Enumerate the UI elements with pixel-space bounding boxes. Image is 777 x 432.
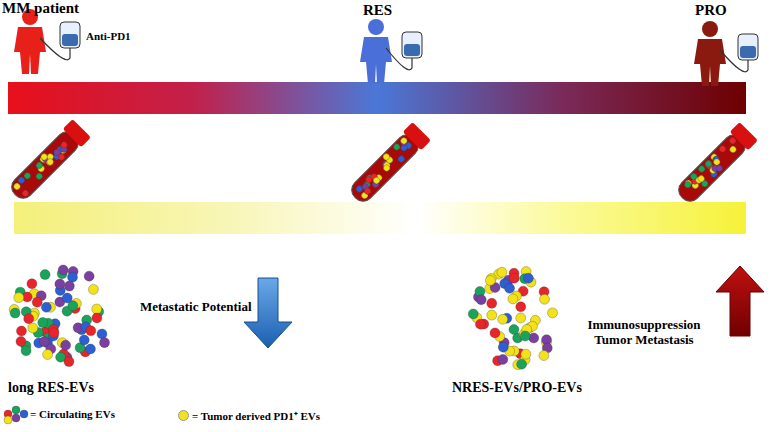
test-tube (673, 122, 758, 207)
label: RES (363, 2, 392, 19)
yellow-bar (14, 202, 746, 234)
up-arrow (716, 266, 764, 336)
ev-cluster (468, 267, 557, 370)
label: PRO (695, 2, 727, 19)
iv-bag (40, 22, 80, 60)
legend-swatch (178, 410, 189, 421)
label: Immunosuppression Tumor Metastasis (574, 318, 714, 348)
label: NRES-EVs/PRO-EVs (452, 380, 582, 396)
ev-cluster (9, 265, 109, 367)
label: Anti-PD1 (86, 30, 131, 43)
legend-sample (4, 406, 28, 424)
patient-figure (694, 21, 726, 86)
legend-text: = Circulating EVs (30, 408, 115, 420)
label: long RES-EVs (8, 380, 94, 396)
iv-bag (720, 34, 758, 72)
patient-figure (14, 9, 46, 74)
gradient-bar (8, 82, 746, 114)
iv-bag (386, 32, 422, 70)
label: MM patient (2, 0, 79, 17)
patient-figure (360, 19, 392, 84)
label: Metastatic Potential (140, 300, 252, 315)
test-tube (6, 119, 91, 204)
legend-text: = Tumor derived PD1⁺ EVs (192, 408, 320, 423)
legend-item: = Circulating EVs (30, 408, 115, 420)
test-tube (346, 122, 431, 207)
legend-item: = Tumor derived PD1⁺ EVs (178, 408, 320, 423)
